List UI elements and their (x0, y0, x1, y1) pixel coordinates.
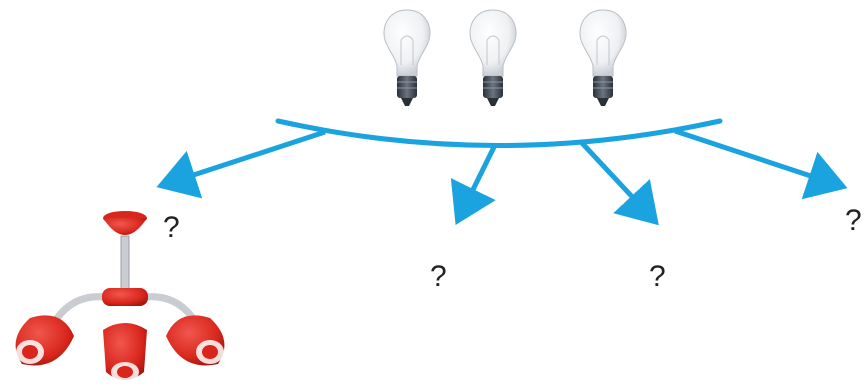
chandelier-lamp-icon (15, 211, 225, 382)
question-mark-3: ? (649, 260, 666, 293)
question-mark-4: ? (845, 204, 862, 237)
arrow-to-unknown-3 (580, 141, 659, 226)
arrow-to-unknown-2 (450, 145, 497, 225)
question-mark-lamp: ? (163, 211, 180, 244)
light-bulb-icon (579, 9, 627, 106)
light-bulb-icon (469, 9, 517, 106)
arrow-to-unknown-4 (674, 128, 848, 200)
arrow-to-lamp (156, 129, 326, 199)
question-mark-2: ? (430, 260, 447, 293)
light-bulb-icon (383, 9, 431, 106)
grouping-curve (275, 118, 723, 148)
